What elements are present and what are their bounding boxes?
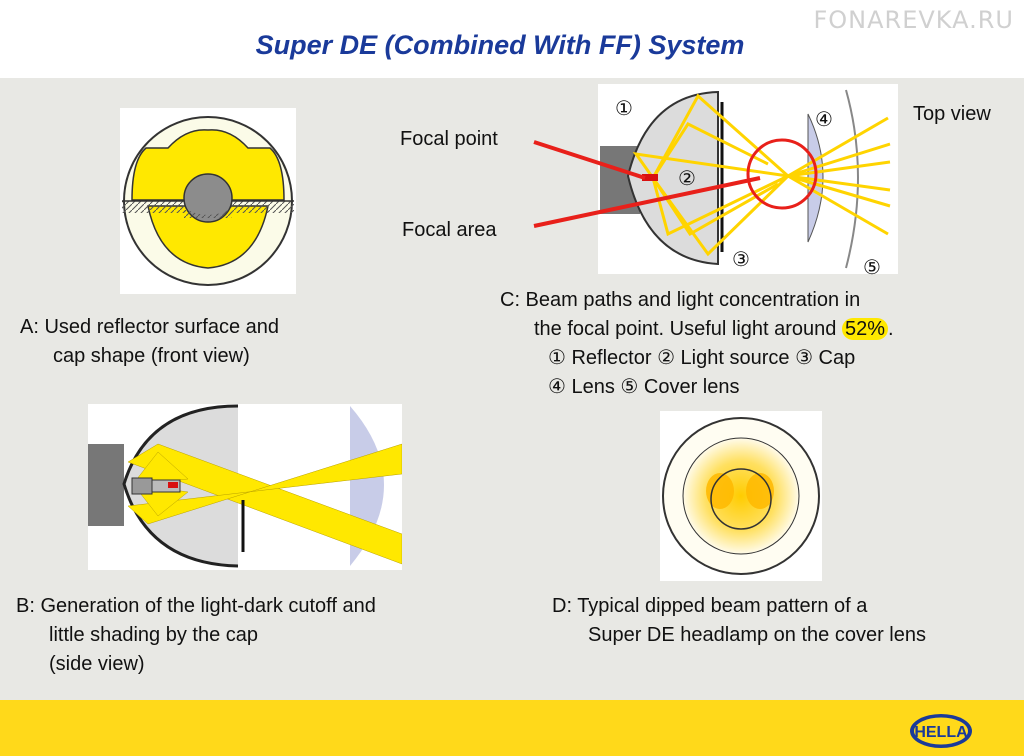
caption-c-legend2: ④ Lens ⑤ Cover lens	[548, 376, 740, 398]
caption-b: B: Generation of the light-dark cutoff a…	[16, 592, 376, 679]
panel-c-top-view	[598, 84, 898, 274]
caption-d-line1: D: Typical dipped beam pattern of a	[552, 595, 868, 617]
label-marker-4: ④	[815, 109, 833, 131]
caption-c-legend1: ① Reflector ② Light source ③ Cap	[548, 347, 856, 369]
caption-c-line2: the focal point. Useful light around 52%…	[500, 315, 894, 344]
reflector-lower-surface	[147, 205, 269, 269]
caption-d-line2: Super DE headlamp on the cover lens	[588, 624, 926, 646]
caption-a-line1: A: Used reflector surface and	[20, 316, 280, 338]
caption-b-line3: (side view)	[49, 653, 145, 675]
cover-lens-arc	[845, 89, 859, 269]
focal-area-label: Focal area	[402, 219, 497, 241]
caption-c-line2-text: the focal point. Useful light around	[534, 318, 842, 340]
caption-a-line2: cap shape (front view)	[53, 345, 250, 367]
focal-area-circle	[746, 138, 818, 210]
caption-a: A: Used reflector surface and cap shape …	[20, 313, 279, 371]
footer-bar	[0, 700, 1024, 756]
label-marker-3: ③	[732, 249, 750, 271]
light-source	[642, 174, 658, 181]
label-marker-5: ⑤	[863, 257, 881, 279]
beam-path-diagram	[600, 89, 891, 269]
caption-c-line1: C: Beam paths and light concentration in	[500, 289, 861, 311]
bulb-socket	[183, 173, 233, 223]
header-bar	[0, 0, 1024, 78]
lens-center-ring	[710, 468, 772, 530]
caption-b-line2: little shading by the cap	[49, 624, 259, 646]
reflector-side-gray	[124, 406, 238, 566]
reflector-front-diagram	[122, 116, 294, 286]
hotspot-right	[746, 473, 774, 509]
filament-side	[168, 482, 178, 488]
inner-ring	[682, 437, 800, 555]
panel-a-front-view	[120, 108, 296, 294]
reflector-side-outline	[122, 404, 239, 568]
useful-light-value: 52%	[841, 318, 888, 340]
label-marker-1: ①	[615, 98, 633, 120]
watermark: FONAREVKA.RU	[813, 6, 1014, 34]
reflector-bowl	[626, 90, 719, 266]
reflector-base-side	[88, 444, 124, 526]
hella-logo-icon: HELLA	[910, 714, 972, 748]
reflector-upper-surface	[131, 129, 285, 201]
caption-b-line1: B: Generation of the light-dark cutoff a…	[16, 595, 376, 617]
top-view-label: Top view	[913, 103, 991, 125]
beam-pattern-diagram	[662, 417, 820, 575]
hotspot-left	[706, 473, 734, 509]
logo-text: HELLA	[914, 724, 968, 741]
caption-d: D: Typical dipped beam pattern of a Supe…	[552, 592, 926, 650]
page-title: Super DE (Combined With FF) System	[255, 30, 745, 60]
label-marker-2: ②	[678, 168, 696, 190]
caption-c-line2-period: .	[888, 318, 894, 340]
panel-b-side-view	[88, 404, 403, 570]
side-view-diagram	[88, 404, 403, 568]
focal-point-label: Focal point	[400, 128, 498, 150]
panel-d-beam-pattern	[660, 411, 822, 581]
caption-c: C: Beam paths and light concentration in…	[500, 286, 894, 402]
